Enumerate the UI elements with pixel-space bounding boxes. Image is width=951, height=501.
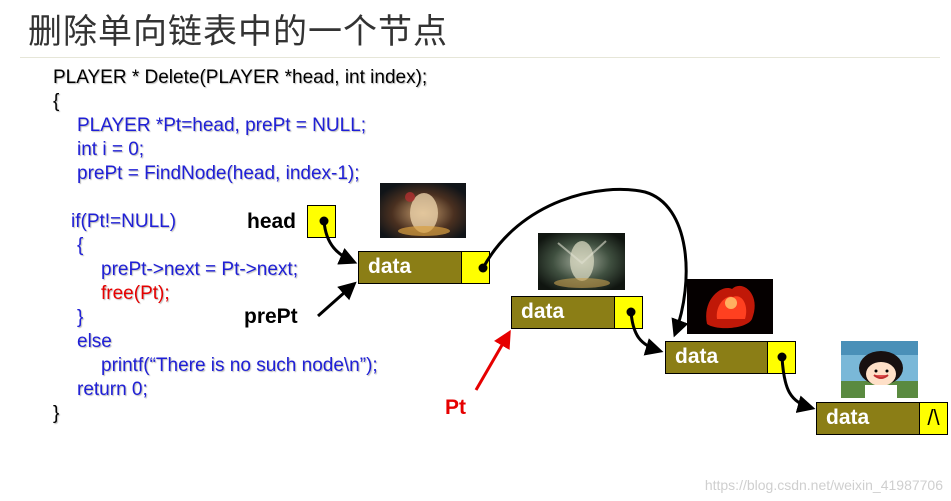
node2-to-node3-arrow — [626, 307, 664, 356]
code-line-13: return 0; — [77, 379, 148, 400]
node-2: data — [511, 296, 643, 329]
node-1-data: data — [368, 255, 412, 278]
node-1: data — [358, 251, 490, 284]
pt-to-node2-arrow — [474, 329, 511, 391]
code-line-7: { — [77, 235, 84, 256]
node-3: data — [665, 341, 796, 374]
code-line-9: free(Pt); — [101, 283, 170, 304]
code-line-6: if(Pt!=NULL) — [71, 211, 177, 232]
node-4-data: data — [826, 406, 870, 429]
code-line-5: prePt = FindNode(head, index-1); — [77, 163, 360, 184]
slide-title: 删除单向链表中的一个节点 — [28, 12, 448, 52]
watermark-text: https://blog.csdn.net/weixin_41987706 — [704, 477, 943, 493]
character-image-3 — [687, 279, 773, 334]
head-label: head — [247, 210, 297, 233]
code-line-14: } — [53, 403, 60, 424]
code-line-11: else — [77, 331, 112, 352]
prept-label: prePt — [244, 305, 298, 328]
character-image-4 — [841, 341, 918, 398]
node-3-data: data — [675, 345, 719, 368]
character-image-1 — [380, 183, 466, 238]
pt-label: Pt — [445, 396, 466, 419]
code-line-3: PLAYER *Pt=head, prePt = NULL; — [77, 115, 367, 136]
code-line-12: printf(“There is no such node\n”); — [101, 355, 378, 376]
title-divider — [20, 57, 940, 58]
prept-to-node1-arrow — [317, 281, 357, 318]
character-image-2 — [538, 233, 625, 290]
code-line-2: { — [53, 91, 60, 112]
node-4: data /\ — [816, 402, 948, 435]
code-line-10: } — [77, 307, 84, 328]
head-to-node1-arrow — [319, 216, 358, 265]
node1-to-node3-arrow — [478, 188, 689, 338]
code-line-4: int i = 0; — [77, 139, 145, 160]
node-2-data: data — [521, 300, 565, 323]
code-line-1: PLAYER * Delete(PLAYER *head, int index)… — [53, 67, 428, 88]
code-line-8: prePt->next = Pt->next; — [101, 259, 298, 280]
null-pointer-mark: /\ — [919, 403, 947, 434]
node3-to-node4-arrow — [777, 352, 816, 413]
